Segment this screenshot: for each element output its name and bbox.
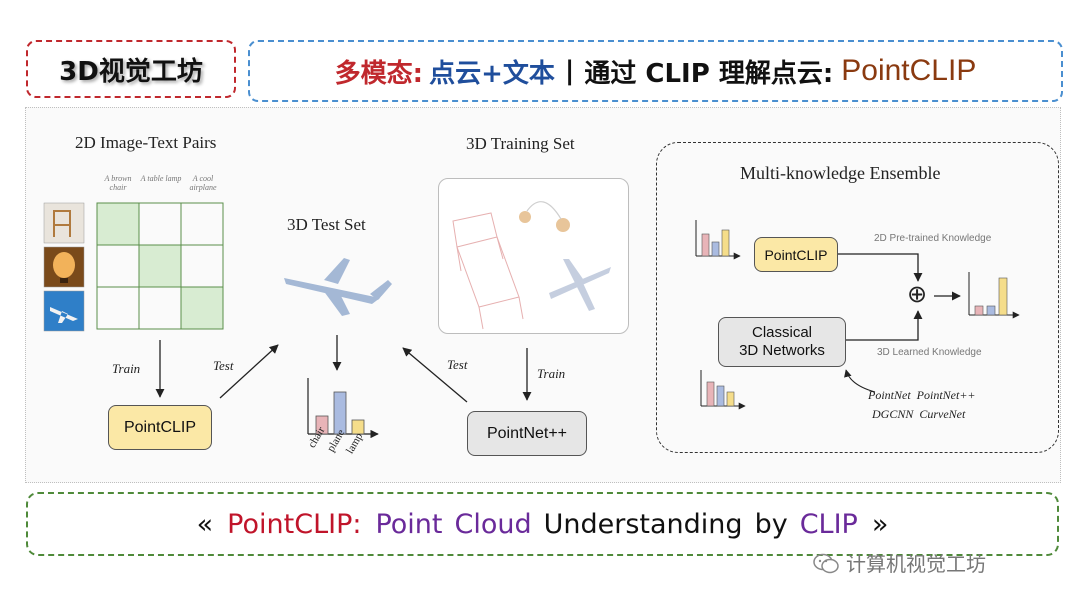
- mini-bars-result: [968, 272, 1020, 319]
- caption-airplane: A cool airplane: [189, 174, 217, 192]
- title-part-clip: 通过 CLIP 理解点云:: [584, 58, 834, 89]
- pointclip-box: PointCLIP: [108, 405, 212, 450]
- training-pointclouds: [452, 201, 611, 330]
- test-label-left: Test: [213, 358, 234, 373]
- page-title: 多模态: 点云+文本 | 通过 CLIP 理解点云: PointCLIP: [248, 40, 1063, 102]
- lamp-pointcloud: [519, 201, 570, 232]
- bar-lamp: [351, 419, 365, 435]
- caption-chair: A brown chair: [104, 174, 132, 192]
- knowledge-2d-label: 2D Pre-trained Knowledge: [874, 233, 992, 244]
- brand-text: 3D视觉工坊: [59, 56, 203, 87]
- watermark-text: 计算机视觉工坊: [846, 552, 986, 576]
- lamp-photo-icon: [43, 246, 85, 288]
- classical-line1: Classical: [751, 324, 812, 341]
- bar-chair: [315, 415, 329, 435]
- training-set-title: 3D Training Set: [466, 134, 575, 153]
- title-part-pointclip: PointCLIP: [841, 54, 977, 87]
- bar-plane: [333, 391, 347, 435]
- footer-word-point: Point: [375, 508, 443, 540]
- airplane-pointcloud: [549, 259, 611, 311]
- image-text-grid: [43, 202, 224, 332]
- title-separator: |: [564, 56, 575, 86]
- pointnet-box: PointNet++: [467, 411, 587, 456]
- networks-line1: PointNet PointNet++: [868, 388, 976, 402]
- footer-word-understanding: Understanding: [543, 508, 743, 540]
- train-label-left: Train: [112, 361, 141, 376]
- footer-name: PointCLIP:: [227, 508, 362, 540]
- footer-word-by: by: [754, 508, 788, 540]
- train-label-right: Train: [537, 366, 566, 381]
- classical-3d-networks-box: Classical 3D Networks: [718, 317, 846, 367]
- test-airplane-pointcloud: [284, 258, 392, 316]
- airplane-photo-icon: [43, 290, 85, 332]
- caption-lamp: A table lamp: [140, 174, 182, 183]
- chair-pointcloud: [452, 212, 524, 330]
- test-label-right: Test: [447, 357, 468, 372]
- ensemble-plus-icon: ⊕: [907, 281, 928, 308]
- knowledge-3d-label: 3D Learned Knowledge: [877, 347, 982, 358]
- mini-bars-3d: [700, 370, 746, 410]
- brand-badge: 3D视觉工坊: [26, 40, 236, 98]
- wechat-icon: [813, 553, 839, 573]
- chair-photo-icon: [43, 202, 85, 244]
- classical-line2: 3D Networks: [739, 342, 825, 359]
- test-set-title: 3D Test Set: [287, 215, 366, 234]
- paper-title-banner: « PointCLIP: Point Cloud Understanding b…: [26, 492, 1059, 556]
- ensemble-pointclip-box: PointCLIP: [754, 237, 838, 272]
- ensemble-panel: [656, 142, 1059, 453]
- pairs-title: 2D Image-Text Pairs: [75, 133, 217, 152]
- footer-word-clip: CLIP: [799, 508, 858, 540]
- mini-bars-2d: [695, 220, 741, 260]
- footer-close-quote: »: [871, 508, 889, 540]
- training-set-panel: [438, 178, 629, 334]
- title-part-modal: 多模态:: [334, 58, 424, 89]
- footer-word-cloud: Cloud: [454, 508, 532, 540]
- footer-open-quote: «: [196, 508, 214, 540]
- watermark: 计算机视觉工坊: [812, 548, 986, 577]
- title-part-pointcloud-text: 点云+文本: [429, 58, 555, 89]
- prediction-bar-chart: [307, 378, 379, 439]
- networks-line2: DGCNN CurveNet: [872, 407, 966, 421]
- ensemble-title: Multi-knowledge Ensemble: [740, 163, 941, 183]
